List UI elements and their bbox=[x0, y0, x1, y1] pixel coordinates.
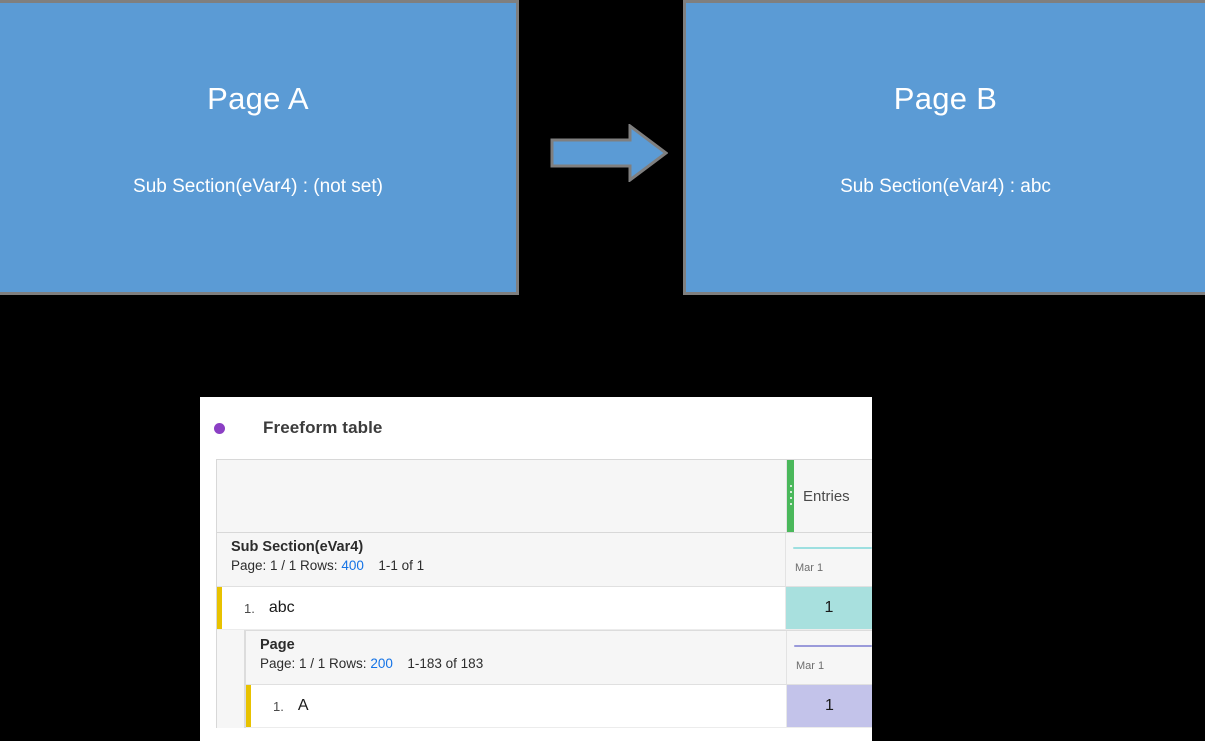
dimension-paging: Page: 1 / 1 Rows: 400 1-1 of 1 bbox=[231, 556, 785, 575]
row-metric-value: 1 bbox=[787, 685, 872, 727]
row-dimension-value[interactable]: A bbox=[297, 697, 309, 714]
page-a-title: Page A bbox=[207, 81, 309, 116]
sparkline-date-label: Mar 1 bbox=[795, 562, 824, 574]
paging-prefix: Page: 1 / 1 Rows: bbox=[260, 656, 367, 671]
nested-group-page: Page Page: 1 / 1 Rows: 200 1-183 of 183 … bbox=[217, 630, 872, 728]
dimension-info: Page Page: 1 / 1 Rows: 200 1-183 of 183 bbox=[246, 631, 787, 684]
nest-body: Page Page: 1 / 1 Rows: 200 1-183 of 183 … bbox=[245, 630, 872, 728]
metric-header-label: Entries bbox=[803, 487, 850, 505]
metric-column-header[interactable]: Entries bbox=[787, 460, 872, 532]
dimension-band-page: Page Page: 1 / 1 Rows: 200 1-183 of 183 … bbox=[246, 631, 872, 685]
page-panel-b: Page B Sub Section(eVar4) : abc bbox=[683, 0, 1205, 295]
sparkline-icon bbox=[794, 645, 872, 647]
page-a-subtitle: Sub Section(eVar4) : (not set) bbox=[133, 176, 383, 197]
row-label-cell: 1. A bbox=[251, 685, 787, 727]
purple-dot-icon bbox=[214, 422, 225, 434]
paging-prefix: Page: 1 / 1 Rows: bbox=[231, 558, 338, 573]
rows-count[interactable]: 400 bbox=[341, 558, 364, 573]
dimension-name: Sub Section(eVar4) bbox=[231, 539, 364, 555]
row-metric-value: 1 bbox=[786, 587, 872, 629]
dimension-band-sub-section: Sub Section(eVar4) Page: 1 / 1 Rows: 400… bbox=[217, 533, 872, 587]
table-row[interactable]: 1. A 1 bbox=[246, 685, 872, 728]
dimension-name: Page bbox=[260, 637, 295, 653]
row-dimension-value[interactable]: abc bbox=[268, 599, 295, 616]
row-label-cell: 1. abc bbox=[222, 587, 786, 629]
table-header-blank-cell bbox=[217, 460, 787, 532]
sparkline-cell: Mar 1 bbox=[787, 631, 872, 684]
row-index: 1. bbox=[273, 698, 284, 714]
paging-range: 1-183 of 183 bbox=[407, 656, 484, 671]
table-row[interactable]: 1. abc 1 bbox=[217, 587, 872, 630]
right-arrow-icon bbox=[550, 123, 669, 183]
dimension-paging: Page: 1 / 1 Rows: 200 1-183 of 183 bbox=[260, 654, 786, 673]
page-b-subtitle: Sub Section(eVar4) : abc bbox=[840, 176, 1051, 197]
rows-count[interactable]: 200 bbox=[370, 656, 393, 671]
nest-gutter bbox=[217, 630, 245, 728]
sparkline-date-label: Mar 1 bbox=[796, 660, 825, 672]
freeform-table-title: Freeform table bbox=[263, 418, 383, 437]
page-b-title: Page B bbox=[893, 81, 998, 116]
table-header-row: Entries bbox=[217, 460, 872, 533]
sparkline-cell: Mar 1 bbox=[786, 533, 872, 586]
page-panel-a: Page A Sub Section(eVar4) : (not set) bbox=[0, 0, 519, 295]
row-index: 1. bbox=[244, 600, 255, 616]
freeform-card-header: Freeform table bbox=[200, 397, 872, 459]
row-marker bbox=[246, 685, 251, 727]
sparkline-icon bbox=[793, 547, 872, 549]
drag-handle-icon[interactable] bbox=[787, 460, 794, 532]
freeform-table: Entries Sub Section(eVar4) Page: 1 / 1 R… bbox=[216, 459, 872, 728]
freeform-table-card: Freeform table Entries Sub Section(eVar4… bbox=[200, 397, 872, 741]
dimension-info: Sub Section(eVar4) Page: 1 / 1 Rows: 400… bbox=[217, 533, 786, 586]
paging-range: 1-1 of 1 bbox=[378, 558, 425, 573]
row-marker bbox=[217, 587, 222, 629]
